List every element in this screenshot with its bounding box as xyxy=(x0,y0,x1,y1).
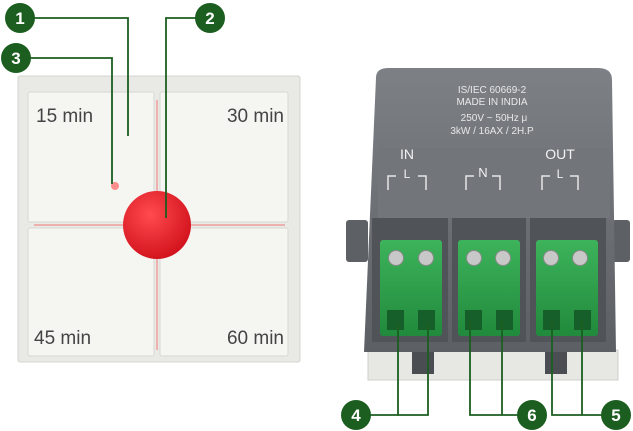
callout-6-badge xyxy=(517,400,547,430)
screw-out-2[interactable] xyxy=(572,250,588,266)
center-reset-button[interactable] xyxy=(123,191,191,259)
leader-3 xyxy=(30,57,113,184)
label-origin: MADE IN INDIA xyxy=(456,97,527,108)
callout-2: 2 xyxy=(195,3,225,33)
screw-in-1[interactable] xyxy=(388,250,404,266)
terminal-block: IS/IEC 60669-2 MADE IN INDIA 250V ~ 50Hz… xyxy=(346,68,630,381)
leader-4b xyxy=(398,322,429,416)
button-45-min[interactable] xyxy=(27,227,155,357)
terminal-in-bracket xyxy=(387,175,427,190)
callout-6: 6 xyxy=(517,400,547,430)
screw-in-2[interactable] xyxy=(418,250,434,266)
callout-1-number: 1 xyxy=(15,9,24,28)
terminal-n-label: N xyxy=(478,165,487,180)
leader-5a xyxy=(551,320,612,416)
leader-lines xyxy=(30,17,612,416)
foot-right xyxy=(545,352,567,374)
label-voltage: 250V ~ 50Hz μ xyxy=(461,113,528,124)
leader-2 xyxy=(165,17,196,218)
callout-3-number: 3 xyxy=(11,49,20,68)
callout-5-number: 5 xyxy=(611,406,620,425)
label-60-min: 60 min xyxy=(227,328,284,349)
mounting-plate xyxy=(367,349,619,381)
timer-switch: 15 min 30 min 45 min 60 min xyxy=(17,75,301,363)
callout-3: 3 xyxy=(1,43,31,73)
button-60-min[interactable] xyxy=(159,227,289,357)
callout-1-badge xyxy=(5,3,35,33)
callout-4-number: 4 xyxy=(351,406,361,425)
wire-slot-in-1[interactable] xyxy=(387,310,404,330)
button-15-min[interactable] xyxy=(27,91,155,223)
callout-3-badge xyxy=(1,43,31,73)
housing-face xyxy=(378,148,610,218)
label-rating: 3kW / 16AX / 2H.P xyxy=(450,126,534,137)
wire-slot-in-2[interactable] xyxy=(418,310,435,330)
terminal-out-label: OUT xyxy=(545,146,575,162)
side-lug-right xyxy=(612,220,630,262)
terminal-n-bracket xyxy=(465,175,501,190)
terminal-out-sub: L xyxy=(557,167,564,181)
label-45-min: 45 min xyxy=(34,328,91,349)
connector-in[interactable] xyxy=(380,240,442,336)
terminal-in-label: IN xyxy=(400,146,414,162)
side-lug-left xyxy=(346,220,368,262)
wire-slot-n-2[interactable] xyxy=(496,310,513,330)
callout-2-number: 2 xyxy=(205,9,214,28)
terminal-out-bracket xyxy=(541,175,579,190)
screw-n-2[interactable] xyxy=(495,250,511,266)
screw-n-1[interactable] xyxy=(466,250,482,266)
leader-6a xyxy=(469,320,530,416)
screw-out-1[interactable] xyxy=(543,250,559,266)
wire-slot-n-1[interactable] xyxy=(465,310,482,330)
indicator-led xyxy=(111,182,119,190)
callout-2-badge xyxy=(195,3,225,33)
callout-5-badge xyxy=(601,400,631,430)
callout-1: 1 xyxy=(5,3,35,33)
callout-6-number: 6 xyxy=(527,406,536,425)
foot-left xyxy=(412,352,434,374)
button-30-min[interactable] xyxy=(159,91,289,223)
housing-label: IS/IEC 60669-2 MADE IN INDIA 250V ~ 50Hz… xyxy=(450,85,534,137)
label-30-min: 30 min xyxy=(227,106,284,127)
callout-4-badge xyxy=(341,400,371,430)
callout-5: 5 xyxy=(601,400,631,430)
label-standard: IS/IEC 60669-2 xyxy=(458,85,527,96)
connector-out[interactable] xyxy=(536,240,598,336)
callout-4: 4 xyxy=(341,400,371,430)
terminal-in-sub: L xyxy=(404,167,411,181)
leader-1 xyxy=(34,17,129,136)
connector-n[interactable] xyxy=(458,240,520,336)
label-15-min: 15 min xyxy=(36,106,93,127)
